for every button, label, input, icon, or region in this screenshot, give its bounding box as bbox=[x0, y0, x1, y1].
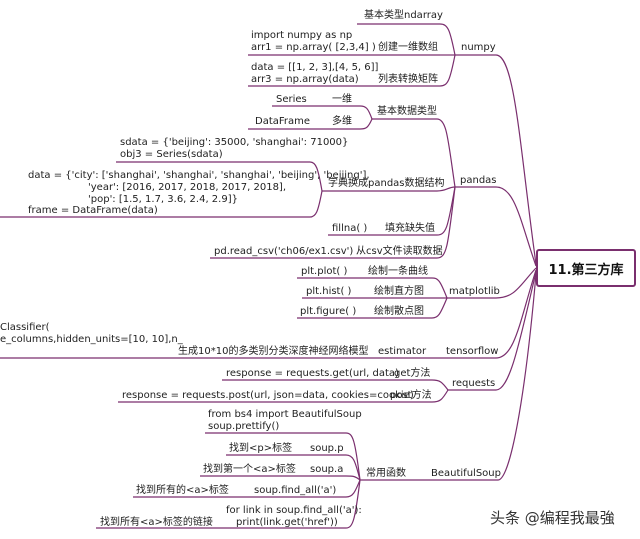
matplotlib-hist-cn: 绘制直方图 bbox=[374, 286, 424, 297]
pandas-data-code-2: 'year': [2016, 2017, 2018, 2017, 2018], bbox=[88, 182, 287, 193]
bs4-link-code-1: for link in soup.find_all('a'): bbox=[226, 505, 362, 516]
connector-root-bs4 bbox=[497, 273, 537, 481]
matplotlib-figure: plt.figure( ) bbox=[300, 306, 357, 317]
requests-post-cn: post方法 bbox=[390, 390, 432, 401]
bs4-label: BeautifulSoup bbox=[431, 468, 501, 479]
connector-root-pandas bbox=[495, 186, 537, 267]
pandas-fillna-cn: 填充缺失值 bbox=[385, 223, 435, 234]
numpy-arr1-code: arr1 = np.array( [2,3,4] ) bbox=[251, 42, 376, 53]
tensorflow-code-2: e_columns,hidden_units=[10, 10],n_ bbox=[0, 334, 183, 345]
tensorflow-code-1: Classifier( bbox=[0, 322, 50, 333]
tensorflow-estimator: estimator bbox=[378, 346, 427, 357]
pandas-series: Series bbox=[276, 94, 307, 105]
bs4-a-code: soup.a bbox=[310, 464, 344, 475]
pandas-fillna: fillna( ) bbox=[332, 223, 368, 234]
requests-post-code: response = requests.post(url, json=data,… bbox=[122, 390, 414, 401]
pandas-readcsv-cn: 从csv文件读取数据 bbox=[356, 246, 443, 257]
numpy-create-1d: 创建一维数组 bbox=[378, 42, 438, 53]
connector-root-numpy bbox=[495, 54, 537, 265]
pandas-data-code-1: data = {'city': ['shanghai', 'shanghai',… bbox=[28, 170, 370, 181]
pandas-dict-convert: 字典换成pandas数据结构 bbox=[328, 178, 445, 189]
bs4-import-2: soup.prettify() bbox=[208, 421, 280, 432]
pandas-dataframe-cn: 多维 bbox=[332, 116, 352, 127]
matplotlib-label: matplotlib bbox=[449, 286, 500, 297]
matplotlib-hist: plt.hist( ) bbox=[306, 286, 352, 297]
requests-get-cn: get方法 bbox=[394, 368, 431, 379]
numpy-list-to-matrix: 列表转换矩阵 bbox=[378, 74, 438, 85]
tensorflow-desc: 生成10*10的多类别分类深度神经网络模型 bbox=[178, 346, 369, 357]
bs4-a-cn: 找到第一个<a>标签 bbox=[203, 464, 296, 475]
matplotlib-plot-cn: 绘制一条曲线 bbox=[368, 266, 428, 277]
numpy-arr3-code: arr3 = np.array(data) bbox=[251, 74, 359, 85]
matplotlib-plot: plt.plot( ) bbox=[301, 266, 348, 277]
requests-label: requests bbox=[452, 378, 496, 389]
matplotlib-figure-cn: 绘制散点图 bbox=[374, 306, 424, 317]
numpy-label: numpy bbox=[461, 42, 496, 53]
tensorflow-label: tensorflow bbox=[446, 346, 499, 357]
watermark: 头条 @编程我最強 bbox=[490, 507, 615, 528]
bs4-common: 常用函数 bbox=[366, 468, 406, 479]
bs4-p-code: soup.p bbox=[310, 443, 344, 454]
bs4-link-cn: 找到所有<a>标签的链接 bbox=[100, 517, 213, 528]
pandas-frame-code: frame = DataFrame(data) bbox=[28, 205, 158, 216]
connector-root-tensorflow bbox=[495, 269, 537, 359]
pandas-series-cn: 一维 bbox=[332, 94, 352, 105]
pandas-data-code-3: 'pop': [1.5, 1.7, 3.6, 2.4, 2.9]} bbox=[88, 194, 238, 205]
bs4-all-cn: 找到所有的<a>标签 bbox=[136, 485, 229, 496]
pandas-basic-types: 基本数据类型 bbox=[377, 106, 437, 117]
root-node: 11.第三方库 bbox=[536, 249, 636, 287]
requests-get-code: response = requests.get(url, data) bbox=[226, 368, 399, 379]
bs4-p-cn: 找到<p>标签 bbox=[229, 443, 293, 454]
numpy-import-code: import numpy as np bbox=[251, 30, 353, 41]
numpy-data-code: data = [[1, 2, 3],[4, 5, 6]] bbox=[251, 62, 379, 73]
pandas-sdata-code: sdata = {'beijing': 35000, 'shanghai': 7… bbox=[120, 137, 349, 148]
pandas-readcsv: pd.read_csv('ch06/ex1.csv') bbox=[214, 246, 354, 257]
pandas-label: pandas bbox=[460, 175, 497, 186]
pandas-dataframe: DataFrame bbox=[255, 116, 311, 127]
numpy-ndarray: 基本类型ndarray bbox=[364, 10, 443, 21]
pandas-obj3-code: obj3 = Series(sdata) bbox=[120, 149, 223, 160]
bs4-import-1: from bs4 import BeautifulSoup bbox=[208, 409, 362, 420]
bs4-link-code-2: print(link.get('href')) bbox=[236, 517, 338, 528]
connector-root-requests bbox=[495, 271, 537, 391]
connector-root-matplotlib bbox=[495, 267, 537, 299]
bs4-all-code: soup.find_all('a') bbox=[254, 485, 337, 496]
